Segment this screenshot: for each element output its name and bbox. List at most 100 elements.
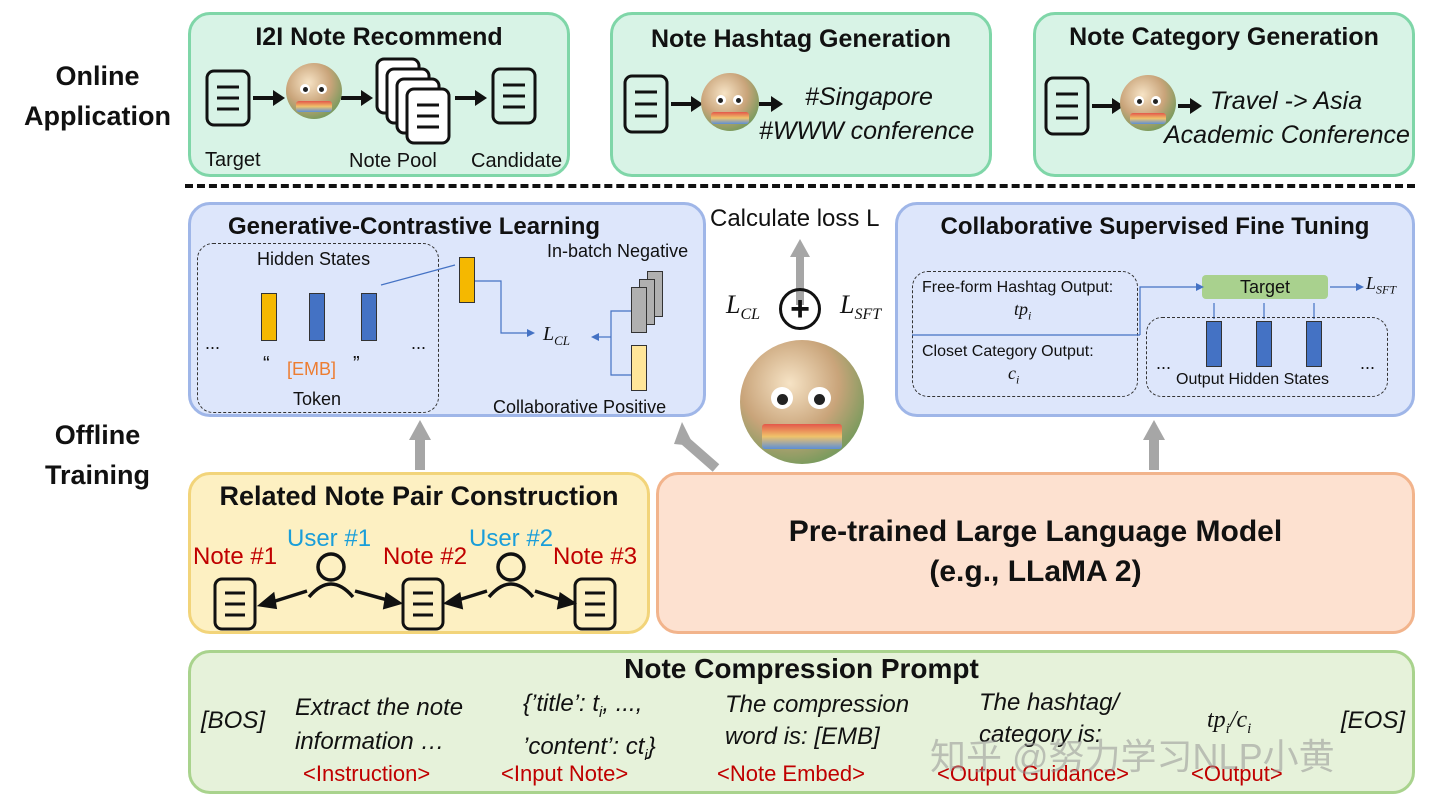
offline-label: Offline [54,420,141,450]
output-dots-right: ... [1360,353,1376,373]
center-l-cl: LCL [726,290,761,324]
c-i-label: ci [1008,363,1020,387]
positive-bar [631,345,647,391]
category-note-icon [1044,76,1090,136]
llama-icon [286,63,342,119]
tag-output-guidance: <Output Guidance> [937,761,1130,786]
prompt-title: Note Compression Prompt [624,653,979,684]
hidden-states-group [197,243,439,413]
user-1-label: User #1 [287,525,372,552]
i2i-title: I2I Note Recommend [255,23,503,51]
gcl-title: Generative-Contrastive Learning [227,213,601,240]
i2i-note-pool-label: Note Pool [349,150,437,172]
offline-training-label: Offline Training [10,415,185,495]
generative-contrastive-learning-panel: Generative-Contrastive Learning Hidden S… [188,202,706,417]
llama-icon [1120,75,1176,131]
collaborative-sft-panel: Collaborative Supervised Fine Tuning Fre… [895,202,1415,417]
output-hidden-states-group [1146,317,1388,397]
user-1-icon [307,552,355,599]
note-3-label: Note #3 [553,543,638,570]
i2i-candidate-label: Candidate [471,150,563,172]
hashtag-line-2: #WWW conference [759,117,975,145]
training-label: Training [44,460,150,490]
dots-right: ... [411,333,427,353]
tag-note-embed: <Note Embed> [717,761,865,786]
user-2-label: User #2 [469,525,554,552]
candidate-note-icon [491,67,537,125]
llm-subtitle: (e.g., LLaMA 2) [929,555,1142,588]
category-flow-graphic [1044,76,1202,136]
llama-center-icon [740,340,864,464]
in-batch-negative-label: In-batch Negative [547,241,689,261]
eos-token: [EOS] [1341,707,1406,734]
hidden-states-label: Hidden States [257,249,371,269]
emb-token-label: [EMB] [287,359,337,379]
center-arrows [790,239,810,305]
target-box: Target [1202,275,1328,299]
output-hidden-states-label: Output Hidden States [1176,371,1329,388]
hidden-state-bar [361,293,377,341]
note-2-icon [401,577,445,631]
online-offline-divider [185,184,1415,188]
related-graph-graphic [213,552,617,631]
free-form-hashtag-label: Free-form Hashtag Output: [922,279,1114,296]
output-guidance-text: The hashtag/category is: [979,689,1120,748]
csft-title: Collaborative Supervised Fine Tuning [940,213,1370,240]
emb-hidden-state-bar [261,293,277,341]
note-hashtag-generation-panel: Note Hashtag Generation #Singapore #WWW … [610,12,992,177]
tp-i-label: tpi [1014,299,1032,323]
gcl-connector-arrows [380,264,631,376]
note-1-label: Note #1 [193,543,278,570]
category-title: Note Category Generation [1069,23,1379,51]
bos-token: [BOS] [201,707,266,734]
gcl-loss-label: LCL [543,323,571,348]
output-hidden-state-bar [1206,321,1222,367]
hashtag-flow-graphic [623,74,783,134]
hidden-state-bar [309,293,325,341]
negative-bar [631,287,647,333]
user-2-icon [487,552,535,599]
tag-input-note: <Input Note> [501,761,629,786]
note-3-icon [573,577,617,631]
note-1-icon [213,577,257,631]
llm-title: Pre-trained Large Language Model [788,515,1283,548]
output-hidden-state-bar [1256,321,1272,367]
application-label: Application [24,101,171,131]
category-line-2: Academic Conference [1164,121,1410,149]
csft-connector-arrows [912,283,1364,336]
quote-close: ” [353,353,360,375]
note-pool-icon [375,57,451,145]
related-note-pair-panel: Related Note Pair Construction Note #1 U… [188,472,650,634]
collaborative-positive-label: Collaborative Positive [493,397,667,417]
related-title: Related Note Pair Construction [219,481,619,511]
i2i-target-label: Target [205,149,261,171]
output-hidden-state-bar [1306,321,1322,367]
i2i-note-recommend-panel: I2I Note Recommend Target Note Pool Cand… [188,12,570,177]
input-note-text: {’title’: ti, ..., ’content’: cti} [523,690,656,764]
pretrained-llm-panel: Pre-trained Large Language Model (e.g., … [656,472,1415,634]
note-2-label: Note #2 [383,543,468,570]
csft-l-sft: LSFT [1366,273,1397,297]
hashtag-line-1: #Singapore [805,83,933,111]
target-note-icon [205,69,251,127]
anchor-embedding-bar [459,257,475,303]
tag-output: <Output> [1191,761,1283,786]
plus-icon: + [779,288,821,330]
category-line-1: Travel -> Asia [1210,87,1363,115]
dots-left: ... [205,333,221,353]
center-l-sft: LSFT [840,290,882,324]
closet-category-label: Closet Category Output: [922,343,1094,360]
hashtag-note-icon [623,74,669,134]
online-label: Online [55,61,140,91]
llama-icon [701,73,759,131]
note-category-generation-panel: Note Category Generation Travel -> Asia … [1033,12,1415,177]
calculate-loss-label: Calculate loss L [710,205,880,232]
prompt-output-group [912,271,1138,397]
online-application-label: Online Application [10,56,185,136]
token-label: Token [293,389,342,409]
watermark: 知乎 @努力学习NLP小黄 [930,736,1335,777]
quote-open: “ [263,353,270,375]
